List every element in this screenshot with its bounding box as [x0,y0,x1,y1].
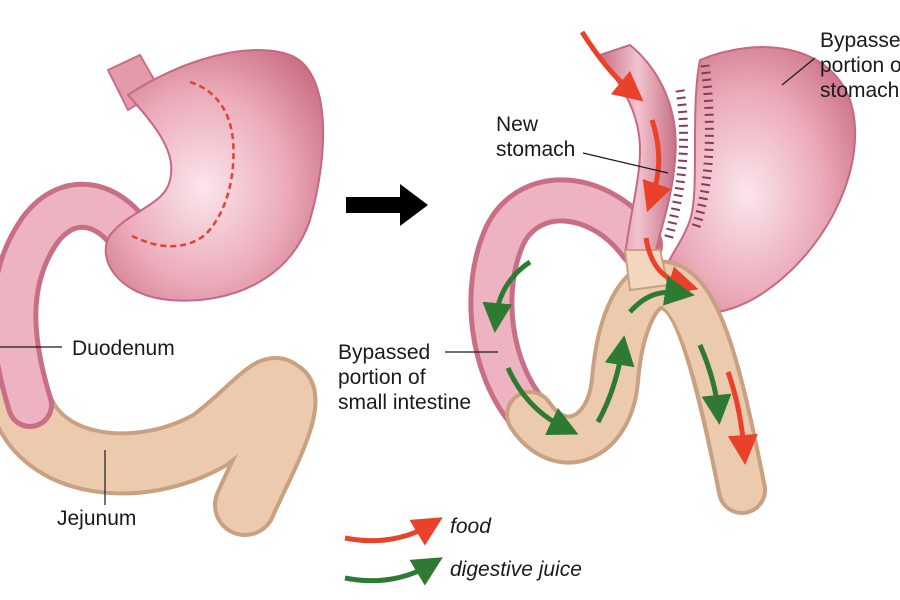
bypassed-stomach-shape [658,46,857,315]
normal-anatomy [0,48,325,537]
food-arrow-2 [642,119,672,213]
transform-arrow [346,184,428,226]
cut-line [129,80,235,248]
food-arrow-4 [725,371,758,465]
juice-arrow-2 [505,366,579,436]
bypassed-intestine-label-line2: portion of [338,366,426,389]
juice-arrow-4 [628,275,695,314]
legend-food-arrow [344,517,443,546]
food-arrow-1 [579,30,644,102]
stomach-shape [104,48,325,302]
bypassed-stomach-label: Bypassed portion of stomach [820,28,900,103]
bypassed-stomach-label-line3: stomach [820,79,900,102]
jejunum-label: Jejunum [57,507,137,530]
legend-food-label: food [450,515,491,538]
new-stomach-label-line2: stomach [496,138,576,161]
bypassed-stomach-leader [781,57,816,86]
bypassed-intestine-label-line1: Bypassed [338,341,431,364]
duodenum-label: Duodenum [72,337,175,360]
new-stomach-label-line1: New [496,113,539,136]
juice-arrow-1 [482,259,532,333]
legend-juice-arrow [344,557,443,586]
new-stomach-label: New stomach [496,112,575,162]
legend-juice-label: digestive juice [450,558,582,581]
bypass-anatomy [468,30,857,515]
juice-arrow-3 [595,335,635,424]
bypassed-intestine-label: Bypassed portion of small intestine [338,340,471,415]
staple-line [690,64,714,232]
new-stomach-leader [582,152,669,174]
bypassed-stomach-label-line1: Bypassed [820,29,900,52]
bypassed-intestine-label-line3: small intestine [338,391,472,414]
juice-arrow-5 [697,344,732,425]
bypassed-stomach-label-line2: portion of [820,54,900,77]
